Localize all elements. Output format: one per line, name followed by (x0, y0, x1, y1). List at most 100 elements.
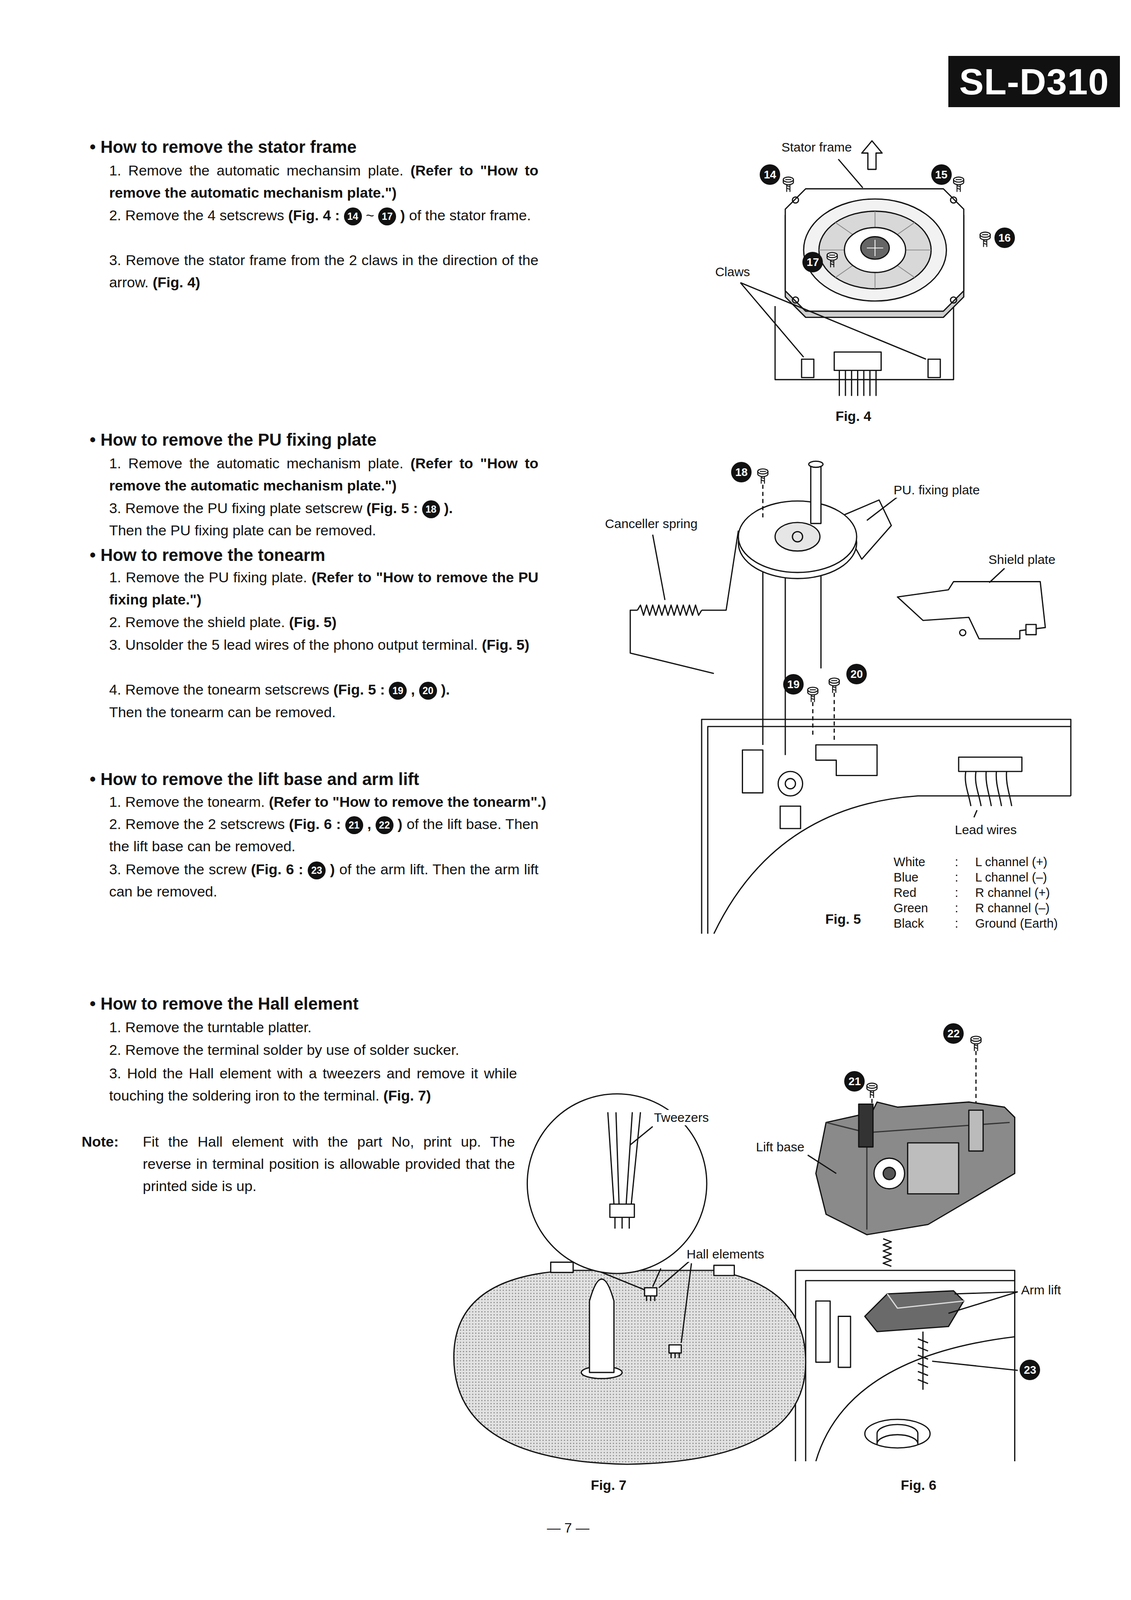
stator-figure-part (819, 211, 932, 289)
figure-reference: ). (443, 499, 453, 516)
instruction-text: 1. Remove the automatic mechansim plate. (109, 162, 404, 179)
part-label: Shield plate (987, 551, 1057, 568)
text-block: • How to remove the lift base and arm li… (89, 767, 661, 791)
instruction-text: 2. Remove the shield plate. (109, 613, 286, 630)
instruction-text: 1. Remove the PU fixing plate. (109, 568, 308, 586)
stator-figure-part (950, 196, 957, 203)
text-block: • How to remove the PU fixing plate (89, 428, 621, 452)
wire-color: Blue (892, 869, 920, 885)
figure-reference: (Fig. 5) (481, 636, 530, 653)
tonearm-figure-part (829, 677, 840, 693)
figure-reference: , (411, 681, 415, 698)
tonearm-figure-part (808, 460, 823, 467)
part-label: Lift base (754, 1139, 806, 1155)
callout-number: 14 (759, 164, 781, 185)
tonearm-figure-part (959, 629, 966, 636)
instruction-text: 1. Remove the automatic mechanism plate. (109, 454, 404, 472)
stator-figure-part (792, 196, 799, 203)
tonearm-figure-part (701, 719, 1071, 934)
lift-figure-part (970, 1035, 982, 1051)
section-heading: • How to remove the PU fixing plate (89, 430, 377, 449)
instruction-text: 4. Remove the tonearm setscrews (109, 681, 330, 698)
callout-number: 22 (943, 1023, 964, 1044)
callout-number: 21 (844, 1070, 865, 1092)
channel-name: L channel (+) (973, 854, 1049, 870)
instruction-text: 3. Hold the Hall element with a tweezers… (109, 1064, 518, 1104)
text-block: 3. Remove the screw (Fig. 6 : 23 ) of th… (109, 857, 539, 903)
hall-figure-part (644, 1287, 657, 1296)
part-label: Claws (714, 264, 752, 280)
lift-figure (795, 1035, 1018, 1461)
tonearm-figure-part (637, 604, 702, 616)
tonearm-figure-part (792, 531, 803, 542)
lift-figure-part (805, 1280, 1015, 1461)
tonearm-figure-part (812, 692, 834, 743)
tonearm-figure-part (1026, 624, 1037, 635)
tonearm-figure-part (707, 726, 1071, 934)
tonearm-figure-part (965, 771, 1012, 806)
callout-number: 19 (783, 673, 804, 695)
instruction-text: 1. Remove the turntable platter. (109, 1018, 312, 1035)
lift-figure-part (932, 1361, 1018, 1371)
stator-figure-part (844, 227, 906, 273)
channel-name: R channel (–) (973, 900, 1051, 916)
figure-reference: ). (440, 681, 450, 698)
instruction-text: Then the PU fixing plate can be removed. (109, 521, 377, 539)
text-block: 1. Remove the automatic mechanism plate.… (109, 451, 539, 497)
figure-reference: (Fig. 7) (383, 1087, 431, 1104)
lift-figure-part (864, 1419, 930, 1448)
table-separator: : (953, 854, 960, 870)
lift-figure-part (816, 1101, 1015, 1235)
callout-number: 17 (378, 207, 397, 226)
lift-figure-part (948, 1291, 1018, 1313)
instruction-text: 3. Remove the screw (109, 860, 247, 878)
callout-number: 18 (731, 461, 752, 483)
hall-figure-part (609, 1203, 635, 1218)
figure-reference: (Fig. 5 : (366, 499, 419, 516)
stator-figure-part (801, 358, 814, 378)
stator-figure-part (839, 370, 877, 397)
lift-figure-part-part (858, 1103, 873, 1147)
text-block: 2. Remove the shield plate. (Fig. 5) (109, 610, 539, 633)
lift-figure-part (883, 1238, 892, 1267)
tonearm-figure-part (897, 581, 1046, 639)
instruction-text: Fit the Hall element with the part No, p… (142, 1133, 516, 1194)
section-heading: • How to remove the tonearm (89, 545, 326, 565)
instruction-text: 2. Remove the terminal solder by use of … (109, 1041, 460, 1058)
lift-figure-part-part (907, 1142, 959, 1194)
wire-color: Red (892, 885, 918, 901)
tonearm-figure-part (742, 749, 764, 793)
part-label: Tweezers (652, 1109, 710, 1126)
callout-number: 20 (846, 663, 867, 685)
tonearm-figure-part (973, 810, 977, 818)
stator-figure-part (950, 297, 957, 304)
lift-figure-part (887, 1293, 964, 1308)
hall-figure-part (630, 1126, 653, 1145)
callout-number: 15 (931, 164, 952, 185)
stator-figure-part (827, 252, 838, 268)
figure-reference: (Fig. 5) (288, 613, 337, 630)
figure-reference: , (367, 815, 371, 832)
part-label: Canceller spring (603, 515, 700, 532)
instruction-text: 1. Remove the tonearm. (109, 793, 266, 810)
lift-figure-part-part (883, 1167, 896, 1180)
tonearm-figure-part (775, 522, 820, 551)
instruction-text: 3. Unsolder the 5 lead wires of the phon… (109, 636, 479, 653)
section-heading: • How to remove the stator frame (89, 137, 357, 157)
text-block: 2. Remove the 4 setscrews (Fig. 4 : 14 ~… (109, 204, 539, 227)
stator-figure-part (740, 282, 927, 359)
channel-name: Ground (Earth) (973, 915, 1059, 931)
tonearm-figure (630, 460, 1071, 934)
lift-figure-part (816, 1300, 831, 1362)
model-number: SL-D310 (959, 60, 1109, 103)
figure-reference: (Fig. 4) (152, 274, 201, 291)
page-number: — 7 — (545, 1519, 591, 1536)
instruction-text: 3. Remove the PU fixing plate setscrew (109, 499, 363, 516)
tonearm-figure-part (958, 757, 1022, 772)
tonearm-figure-part (738, 501, 857, 573)
part-label: Lead wires (953, 822, 1018, 838)
hall-figure-part (453, 1270, 806, 1464)
tonearm-figure-part (810, 464, 822, 524)
tonearm-figure-part (816, 744, 878, 776)
stator-figure-part (953, 177, 964, 193)
